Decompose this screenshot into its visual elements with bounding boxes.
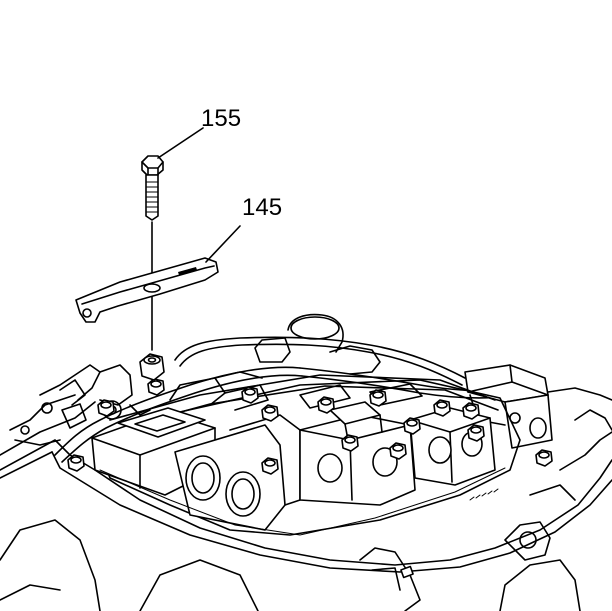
bolt-head-icon [261,404,279,422]
bolt-head-icon [467,424,485,442]
bolt-head-icon [261,457,279,475]
bolt-head-icon [97,399,115,417]
bolt-heads [67,378,553,475]
bolt-head-icon [389,442,407,460]
bolt-head-icon [462,402,480,420]
leader-line-155 [157,127,204,159]
leader-line-145 [205,225,241,263]
bolt-head-icon [535,449,553,467]
callout-label-bracket: 145 [242,194,283,221]
bolt-head-icon [369,389,387,407]
bolt-part [141,155,164,221]
valve-bores [174,414,301,531]
bolt-head-icon [241,386,259,404]
bolt-head-icon [433,399,451,417]
accumulator-housing [254,313,381,375]
bolt-head-icon [403,417,421,435]
bolt-head-icon [317,396,335,414]
callout-label-bolt: 155 [201,105,242,132]
valve-body [59,374,521,536]
bracket-part [75,257,219,323]
bolt-boss [139,353,165,381]
bolt-head-icon [67,454,85,472]
bolt-head-icon [147,378,165,396]
bolt-head-icon [341,434,359,452]
